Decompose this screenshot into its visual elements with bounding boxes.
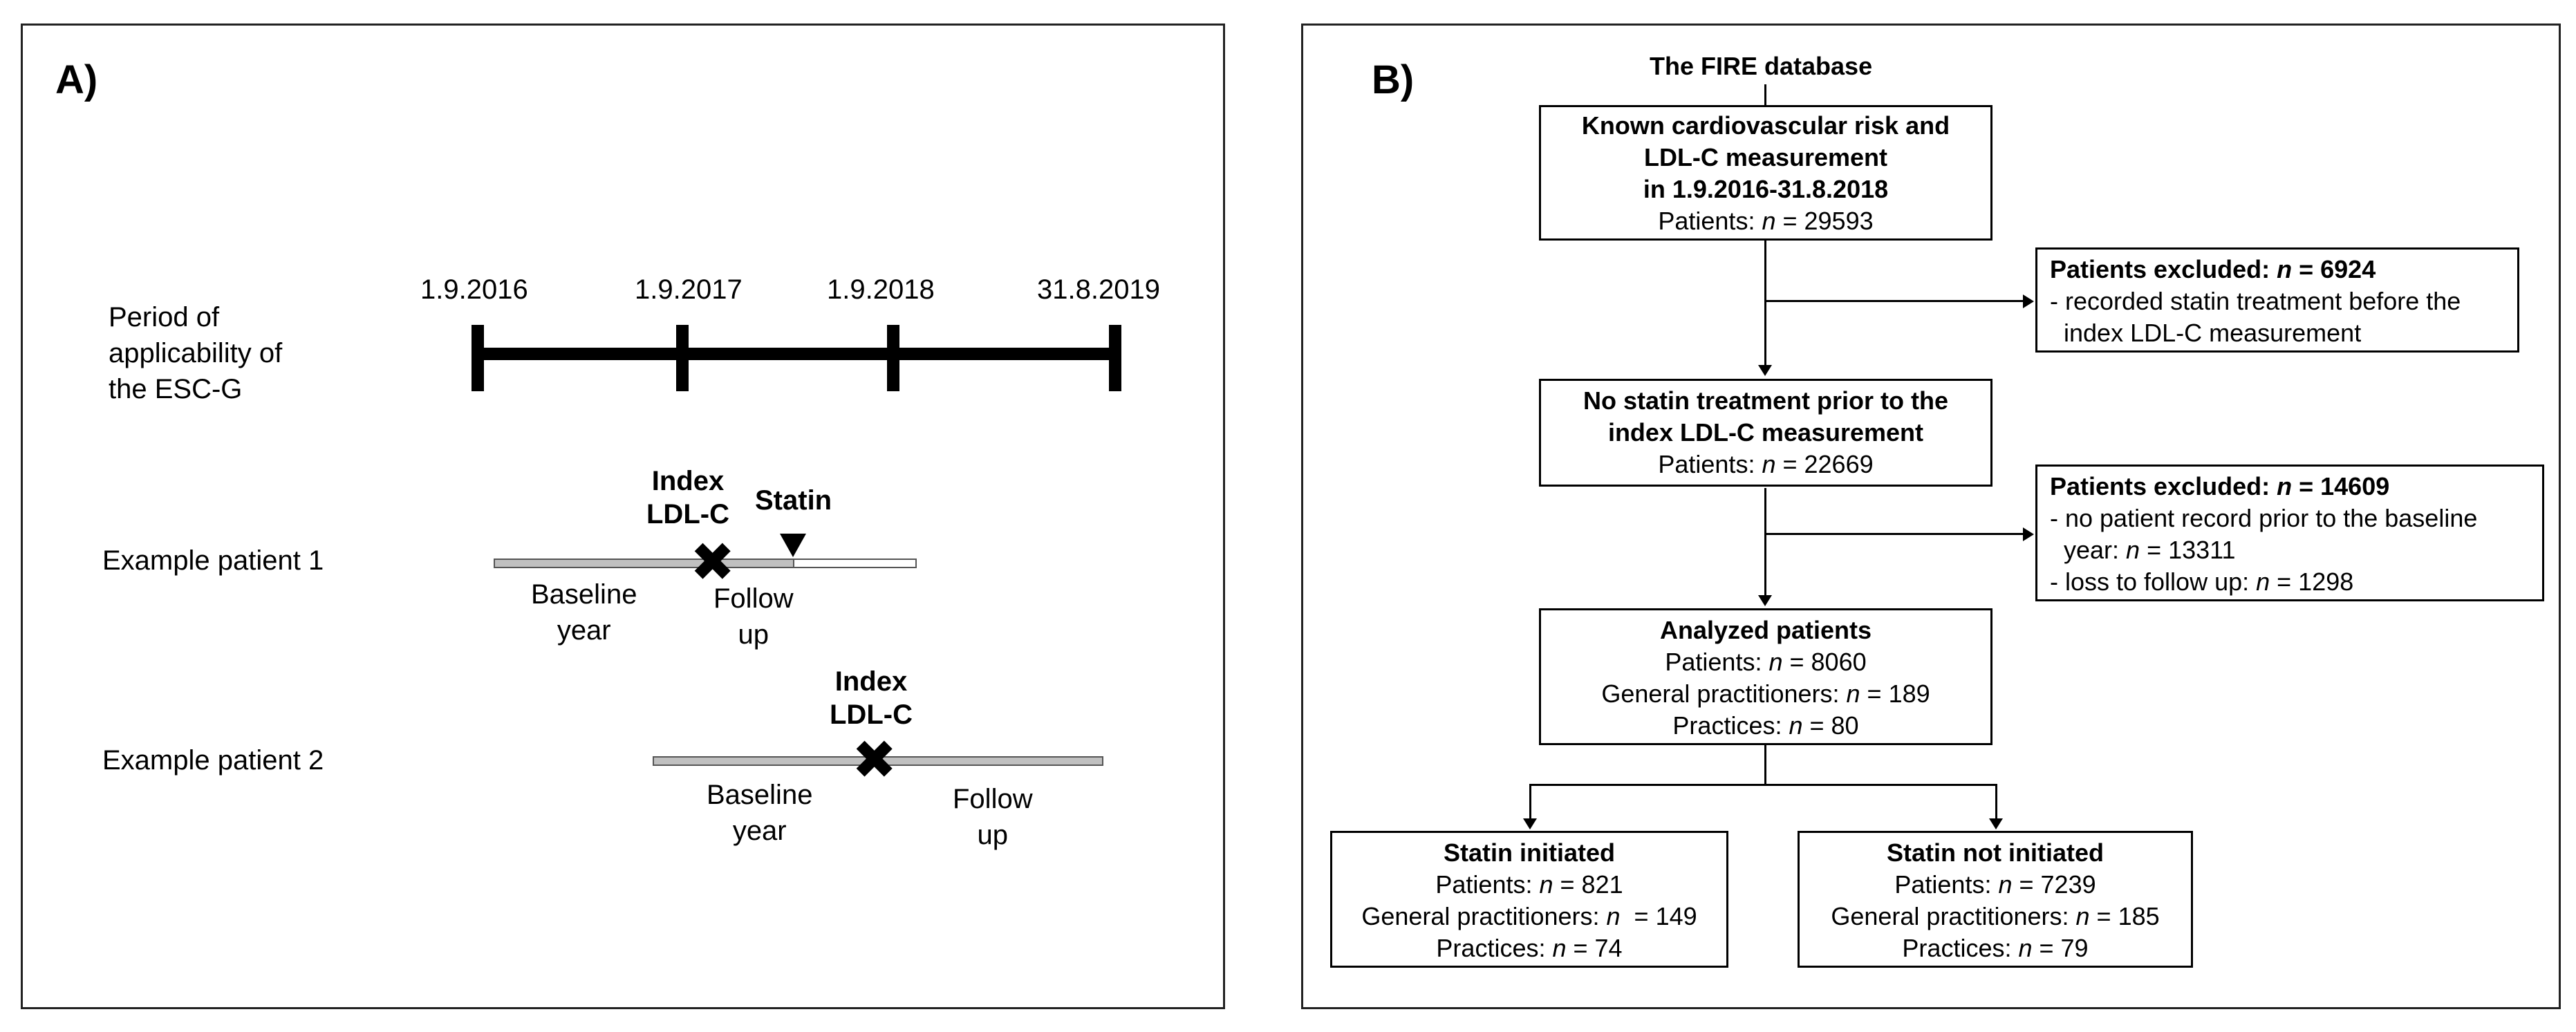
box-title-line: index LDL-C measurement (1607, 418, 1924, 447)
connector (1764, 84, 1766, 106)
followup-label-line: up (977, 820, 1009, 850)
box-known-risk: Known cardiovascular risk and LDL-C meas… (1539, 105, 1992, 241)
box-count-line: Patients: n = 22669 (1658, 450, 1874, 478)
patient1-statin-marker-icon (780, 534, 806, 557)
box-title-line: Statin not initiated (1887, 838, 2104, 867)
panel-a (21, 24, 1225, 1009)
box-count-line: General practitioners: n = 149 (1361, 902, 1697, 930)
excluded-reason: - no patient record prior to the baselin… (2050, 504, 2478, 532)
box-count-line: Practices: n = 80 (1672, 711, 1859, 740)
timeline-date: 1.9.2016 (420, 274, 528, 305)
panel-b-label: B) (1372, 57, 1415, 102)
patient2-label: Example patient 2 (102, 745, 324, 776)
excluded-reason: - recorded statin treatment before the (2050, 287, 2461, 315)
patient1-baseline-bar (494, 559, 794, 568)
box-count-line: Patients: n = 7239 (1894, 870, 2096, 899)
arrow-down-icon (1523, 818, 1537, 829)
baseline-label-line: year (732, 816, 787, 846)
box-statin-initiated: Statin initiated Patients: n = 821 Gener… (1330, 831, 1728, 968)
box-count-line: General practitioners: n = 189 (1601, 679, 1930, 708)
period-label: Period of applicability of the ESC-G (109, 299, 282, 407)
connector (1995, 784, 1997, 818)
box-statin-not-initiated: Statin not initiated Patients: n = 7239 … (1798, 831, 2193, 968)
patient1-statin-label: Statin (755, 485, 832, 516)
period-label-line: the ESC-G (109, 374, 243, 404)
excluded-reason: index LDL-C measurement (2050, 319, 2362, 347)
box-no-statin: No statin treatment prior to the index L… (1539, 379, 1992, 487)
arrow-down-icon (1758, 595, 1772, 606)
timeline-date: 1.9.2017 (635, 274, 743, 305)
baseline-label-line: Baseline (707, 780, 813, 810)
box-count-line: Patients: n = 821 (1435, 870, 1623, 899)
patient1-followup-label: Follow up (713, 581, 794, 653)
index-label-line: Index (651, 466, 725, 496)
connector (1764, 300, 2023, 302)
connector (1764, 239, 1766, 365)
patient2-bar (653, 756, 1103, 766)
box-title-line: in 1.9.2016-31.8.2018 (1643, 175, 1889, 203)
box-excluded-1: Patients excluded: n = 6924 - recorded s… (2035, 247, 2519, 353)
arrow-right-icon (2023, 294, 2034, 308)
arrow-down-icon (1758, 365, 1772, 376)
baseline-label-line: Baseline (531, 579, 637, 610)
box-count-line: General practitioners: n = 185 (1831, 902, 2160, 930)
box-count-line: Patients: n = 29593 (1658, 207, 1874, 235)
box-title-line: Analyzed patients (1659, 616, 1872, 644)
box-title-line: Known cardiovascular risk and (1581, 111, 1950, 140)
connector (1529, 784, 1531, 818)
connector (1764, 533, 2023, 535)
box-analyzed: Analyzed patients Patients: n = 8060 Gen… (1539, 608, 1992, 745)
index-label-line: LDL-C (646, 499, 729, 529)
timeline-date: 31.8.2019 (1037, 274, 1160, 305)
followup-label-line: Follow (953, 784, 1033, 814)
box-count-line: Practices: n = 74 (1436, 934, 1623, 962)
connector (1764, 745, 1766, 785)
box-title-line: Statin initiated (1443, 838, 1615, 867)
index-label-line: Index (834, 666, 908, 697)
arrow-down-icon (1989, 818, 2003, 829)
connector (1764, 488, 1766, 595)
source-label: The FIRE database (1650, 52, 1873, 80)
box-title-line: LDL-C measurement (1643, 143, 1888, 171)
patient1-index-label: Index LDL-C (646, 465, 729, 531)
box-excluded-2: Patients excluded: n = 14609 - no patien… (2035, 465, 2544, 601)
box-count-line: Practices: n = 79 (1902, 934, 2089, 962)
patient1-baseline-label: Baseline year (531, 576, 637, 648)
arrow-right-icon (2023, 527, 2034, 541)
patient2-index-label: Index LDL-C (830, 665, 913, 731)
timeline-tick (472, 325, 484, 391)
timeline-tick (676, 325, 689, 391)
baseline-label-line: year (557, 615, 611, 646)
period-label-line: applicability of (109, 338, 283, 368)
followup-label-line: Follow (713, 583, 794, 614)
box-title-line: No statin treatment prior to the (1583, 386, 1949, 415)
period-label-line: Period of (109, 302, 220, 332)
excluded-reason: year: n = 13311 (2050, 536, 2236, 564)
panel-a-label: A) (55, 57, 98, 102)
patient1-label: Example patient 1 (102, 545, 324, 576)
connector (1529, 784, 1997, 786)
patient2-followup-label: Follow up (953, 781, 1033, 853)
patient2-index-cross-icon: ✖ (852, 729, 897, 790)
excluded-title: Patients excluded: n = 6924 (2050, 255, 2376, 283)
timeline-tick (887, 325, 899, 391)
followup-label-line: up (738, 619, 769, 650)
patient1-followup-bar (793, 559, 917, 568)
box-count-line: Patients: n = 8060 (1665, 648, 1867, 676)
index-label-line: LDL-C (830, 700, 913, 730)
timeline-date: 1.9.2018 (827, 274, 935, 305)
excluded-title: Patients excluded: n = 14609 (2050, 472, 2390, 500)
excluded-reason: - loss to follow up: n = 1298 (2050, 567, 2354, 596)
patient1-index-cross-icon: ✖ (690, 532, 736, 592)
patient2-baseline-label: Baseline year (707, 777, 812, 849)
timeline-tick (1109, 325, 1121, 391)
timeline-axis (476, 348, 1119, 360)
